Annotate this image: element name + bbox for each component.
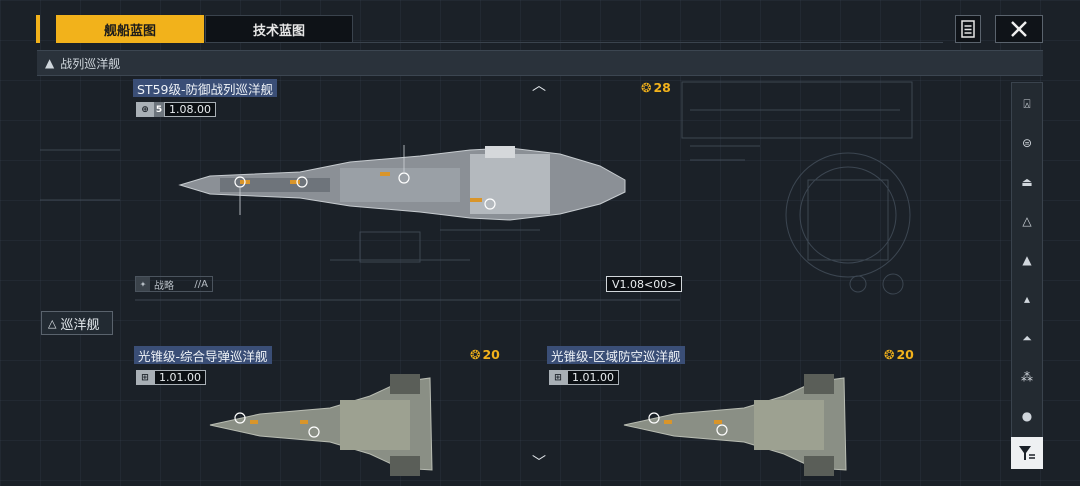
ship-type-filter-bar: ⍓ ⊜ ⏏ △ ▲ ▴ ⏶ ⁂ ● [1011,82,1043,468]
sub-category-label: 巡洋舰 [60,317,100,333]
cost-icon: ❂ [470,347,481,362]
frigate-icon[interactable]: ▲ [1022,253,1032,267]
ship-title[interactable]: 光锥级-区域防空巡洋舰 [547,346,685,364]
role-tag: ✦ 战略 //A [135,276,213,292]
tab-label: 舰船蓝图 [103,23,156,39]
tab-accent [36,15,40,43]
version-value: 1.01.00 [154,370,206,385]
close-button[interactable] [995,15,1043,43]
corvette-icon[interactable]: ▴ [1023,292,1031,306]
version-value: 1.01.00 [567,370,619,385]
station-icon[interactable]: ● [1021,409,1033,423]
version-badge: ⊞ 1.01.00 [136,370,206,385]
category-label: 战列巡洋舰 [60,56,121,71]
role-label: 战略 [154,280,174,292]
divider [353,42,943,43]
ship-cost: ❂28 [641,80,671,95]
ship-image-lightcone-aa[interactable] [614,370,849,480]
version-badge: ⊕ 5 1.08.00 [136,102,216,117]
auxiliary-icon[interactable]: ⏶ [1022,330,1032,345]
ship-cost: ❂20 [470,347,500,362]
tab-label: 技术蓝图 [252,23,305,39]
blueprint-icon: ⊞ [549,370,567,385]
ship-image-st59[interactable] [178,140,630,230]
ship-cost: ❂20 [884,347,914,362]
destroyer-icon[interactable]: △ [1022,214,1032,228]
version-badge: ⊞ 1.01.00 [549,370,619,385]
blueprint-icon: ⊞ [136,370,154,385]
cruiser-category-tab[interactable]: △ 巡洋舰 [41,311,113,335]
cost-value: 20 [482,347,500,362]
blueprint-version: V1.08<00> [606,276,683,292]
battlecruiser-icon: ▲ [45,56,55,70]
document-button[interactable] [955,15,981,43]
ship-title[interactable]: 光锥级-综合导弹巡洋舰 [134,346,272,364]
role-code: //A [194,278,208,290]
cost-icon: ❂ [641,80,652,95]
ship-title[interactable]: ST59级-防御战列巡洋舰 [133,79,277,97]
ship-image-lightcone-missile[interactable] [200,370,435,480]
fighter-icon[interactable]: ⁂ [1021,370,1033,384]
category-header: ▲ 战列巡洋舰 [37,50,1043,76]
scroll-down-chevron-icon[interactable]: ﹀ [532,455,546,471]
strategy-icon: ✦ [136,277,150,291]
cruiser-icon: △ [48,316,57,330]
battlecruiser-filter-icon[interactable]: ⊜ [1021,136,1033,150]
cruiser-filter-icon[interactable]: ⏏ [1021,175,1033,189]
filter-button[interactable] [1011,437,1043,469]
globe-icon: ⊕ [136,102,154,117]
carrier-icon[interactable]: ⍓ [1023,96,1031,111]
cost-value: 20 [896,347,914,362]
scroll-up-chevron-icon[interactable]: ︿ [532,78,546,94]
tab-ship-blueprint[interactable]: 舰船蓝图 [56,15,204,43]
close-icon [1011,21,1027,37]
level-value: 5 [154,102,164,117]
cost-icon: ❂ [884,347,895,362]
tab-tech-blueprint[interactable]: 技术蓝图 [205,15,353,43]
filter-icon [1019,446,1035,460]
cost-value: 28 [653,80,671,95]
version-value: 1.08.00 [164,102,216,117]
document-icon [961,20,975,38]
